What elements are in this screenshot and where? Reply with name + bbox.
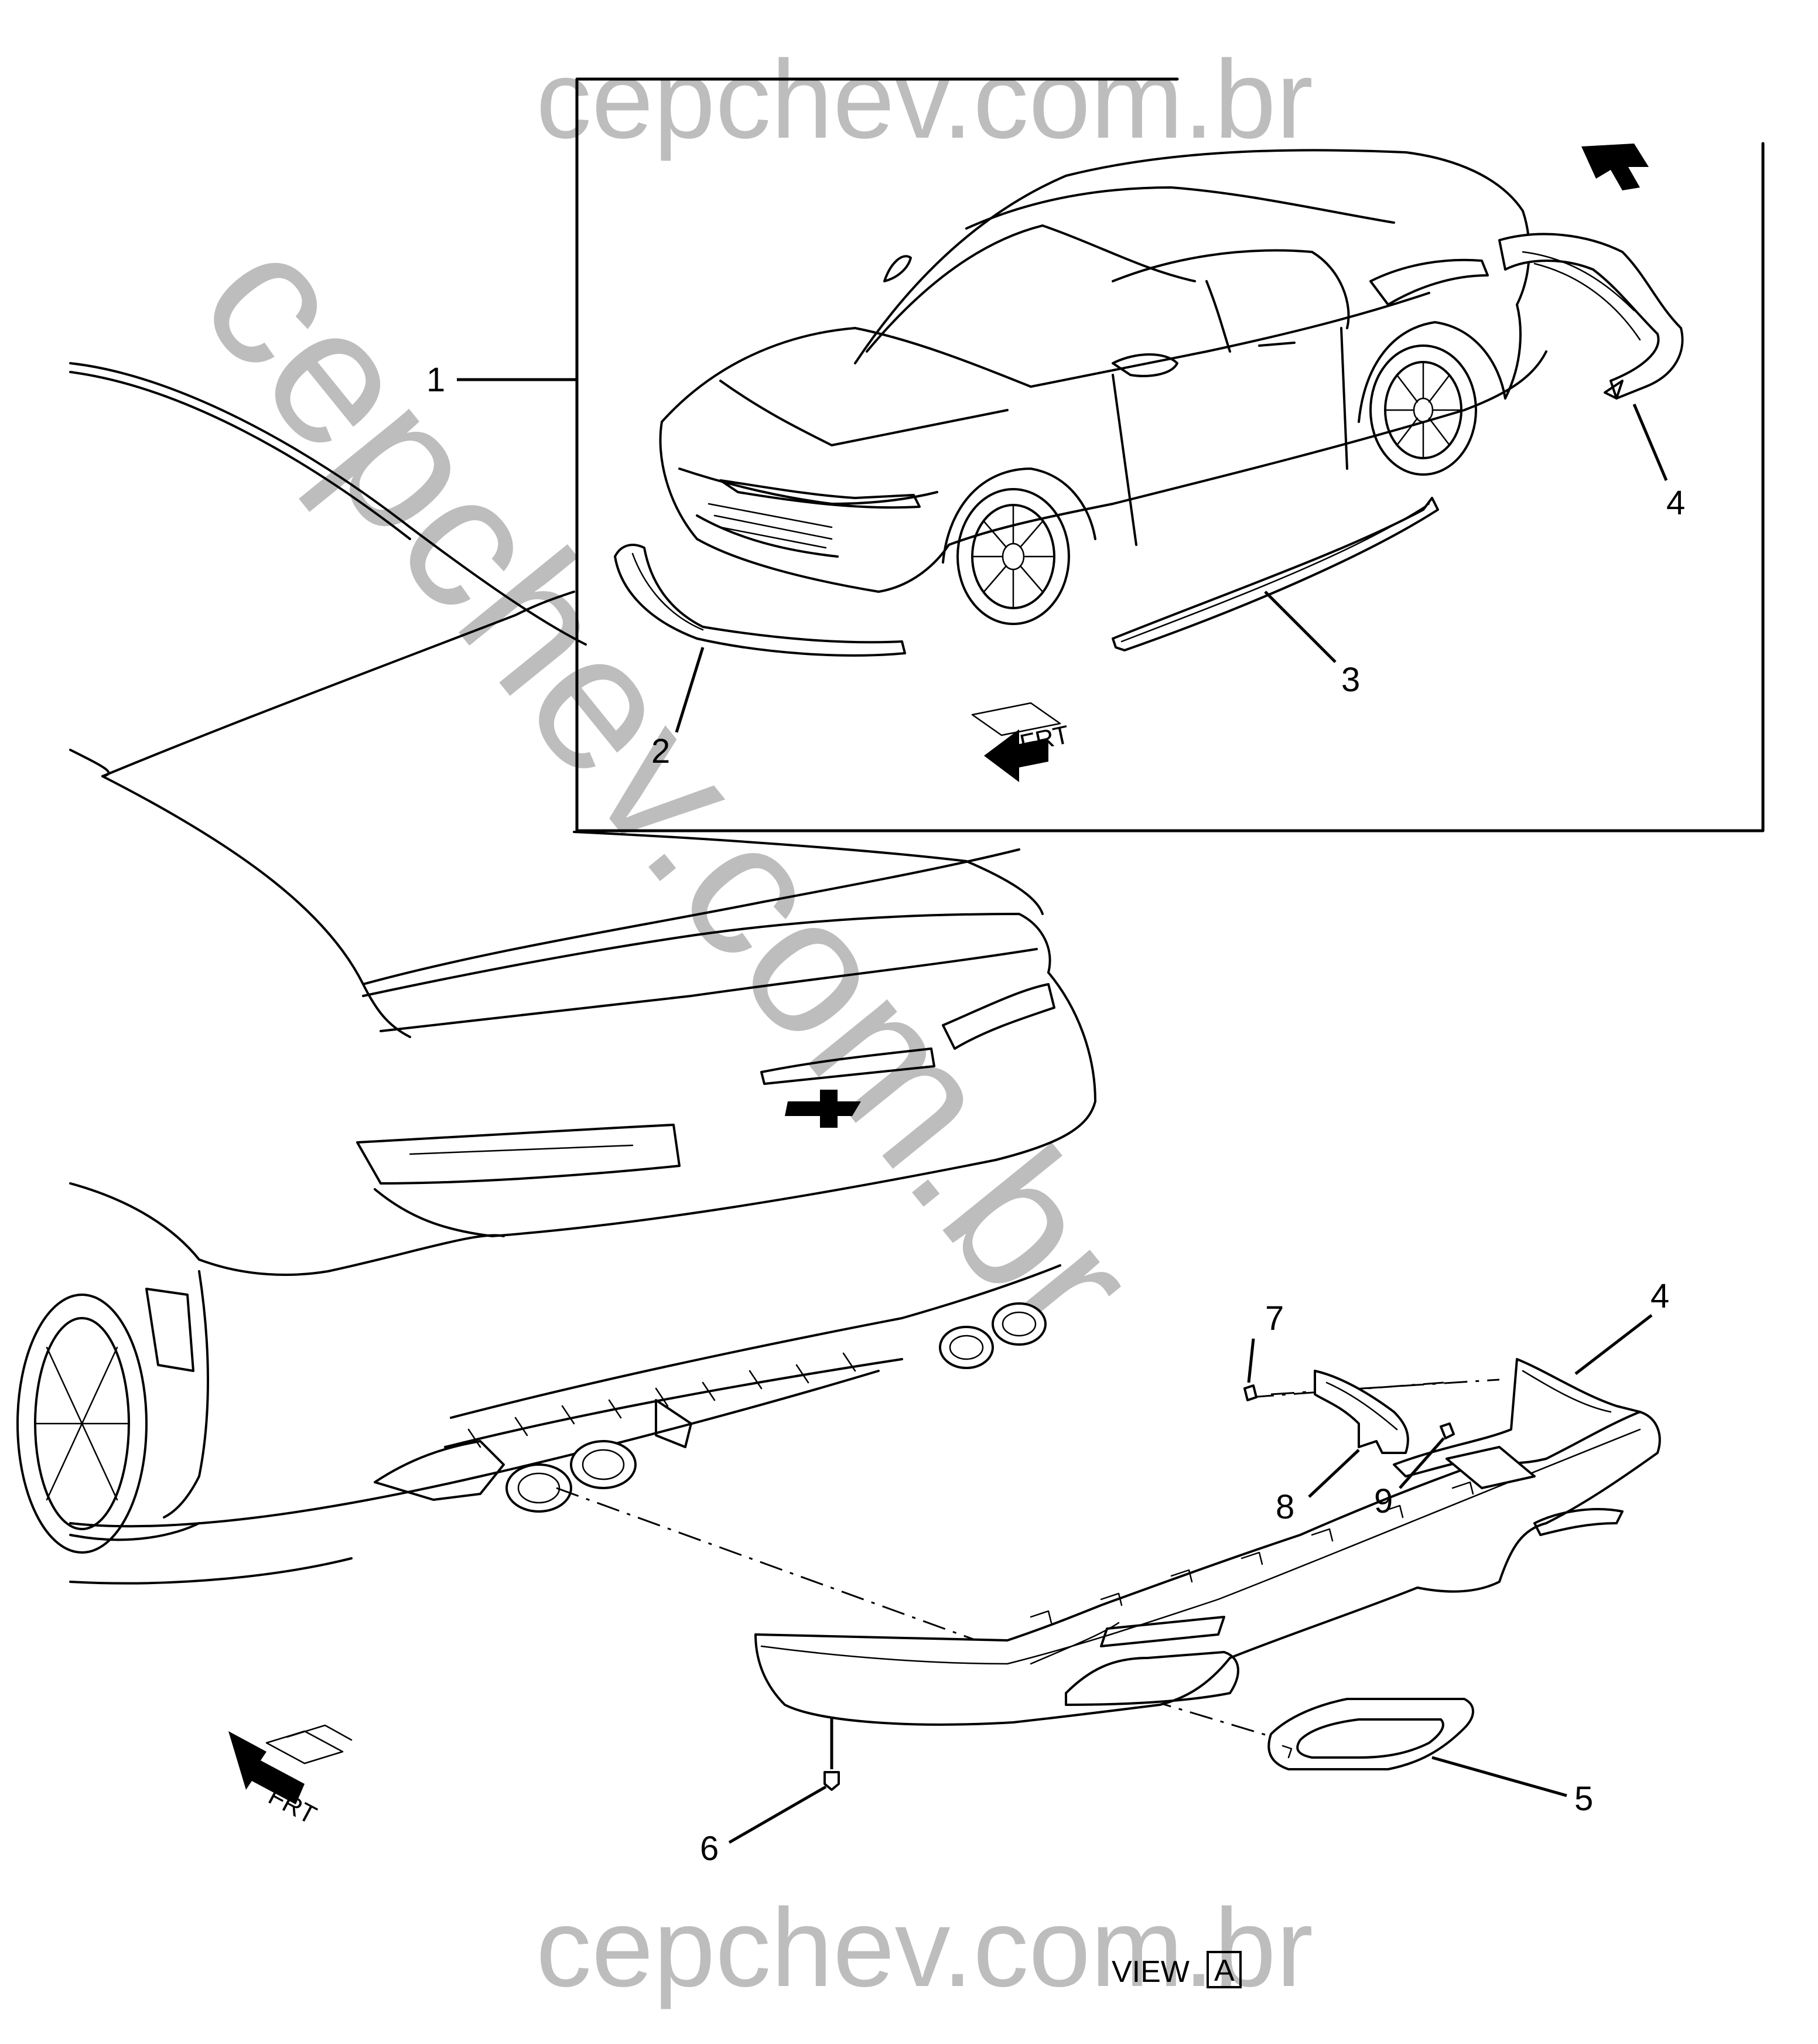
callout-8-label: 8 [1276,1488,1294,1526]
callout-2-label: 2 [651,732,670,770]
view-label: VIEW A [1112,1951,1242,1989]
frt-marker-inset: FRT [971,702,1072,782]
callout-5: 5 [1431,1756,1593,1818]
callout-9-label: 9 [1374,1482,1393,1520]
inset-direction-arrow [1581,144,1649,190]
inset-car-illustration [659,149,1547,625]
callout-1-label: 1 [426,361,445,399]
callout-2: 2 [651,647,705,770]
callout-4-inset: 4 [1632,404,1685,522]
frt-marker-main: FRT [228,1724,353,1830]
part-4-rear-fascia-inset [1369,233,1684,400]
part-3-rocker-molding [1112,497,1439,651]
callout-4-view-label: 4 [1650,1277,1669,1315]
part-6-push-pin [823,1717,840,1791]
callout-5-label: 5 [1574,1780,1593,1818]
callout-7-label: 7 [1265,1299,1284,1337]
callout-3-label: 3 [1341,661,1360,699]
part-7-nut [1243,1384,1257,1401]
callout-7: 7 [1247,1299,1284,1383]
callout-6: 6 [700,1785,827,1868]
frt-label-inset: FRT [1017,720,1072,759]
inset-frame [575,77,1765,832]
watermark-bottom: cepchev.com.br [536,1886,1313,2010]
callout-8: 8 [1276,1449,1360,1526]
part-2-front-lip [614,544,906,657]
watermark-top: cepchev.com.br [536,37,1313,162]
part-8-bracket [1314,1370,1409,1454]
part-9-fastener [1440,1422,1455,1439]
callout-4-view: 4 [1574,1277,1669,1375]
callout-9: 9 [1374,1437,1445,1520]
callout-6-label: 6 [700,1830,719,1868]
view-label-text: VIEW [1112,1955,1190,1989]
part-4-rear-lower-valance [754,1358,1661,1726]
callout-3: 3 [1264,591,1360,699]
callout-1: 1 [426,361,577,399]
part-5-exhaust-bezel [1267,1698,1474,1770]
callout-4-inset-label: 4 [1666,484,1685,522]
watermark-diagonal: cepchev.com.br [160,194,1179,1381]
rear-car-illustration [16,362,1096,1585]
view-label-box: A [1214,1954,1235,1988]
